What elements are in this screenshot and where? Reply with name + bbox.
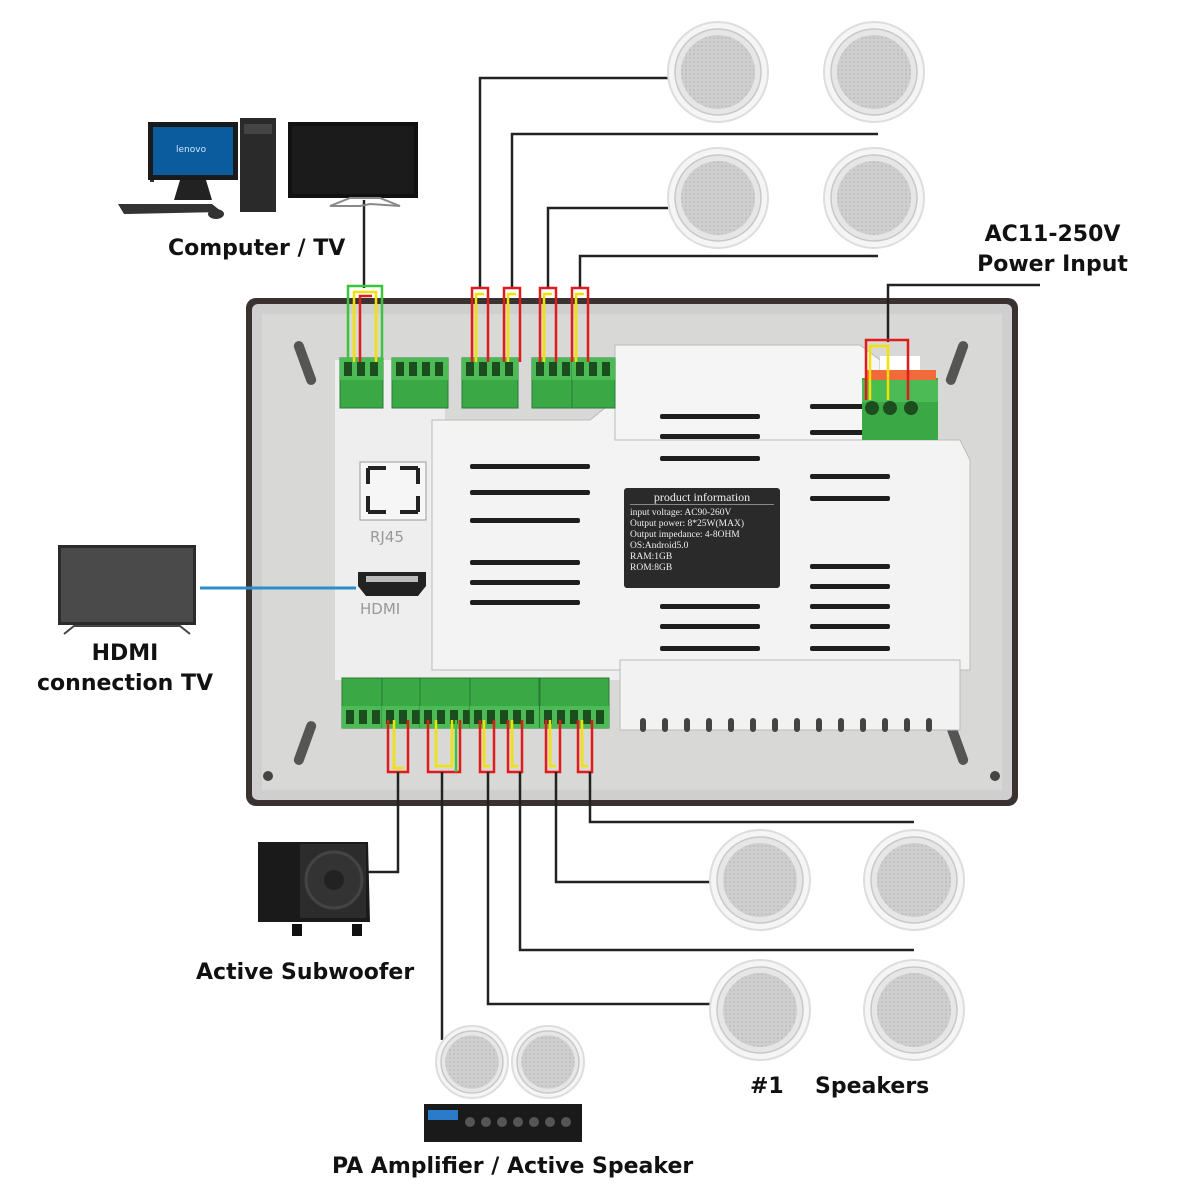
vent-slot (662, 718, 668, 732)
vent-slot (816, 718, 822, 732)
vent-slot (810, 624, 890, 629)
wire-speaker-top-3 (546, 206, 668, 288)
hdmi-tv-icon (58, 545, 196, 635)
vent-slot (810, 404, 870, 409)
wires (200, 76, 1040, 1040)
vent-slot (904, 718, 910, 732)
monitor-brand: lenovo (176, 145, 207, 155)
vent-slot (838, 718, 844, 732)
speakers-label: Speakers (815, 1074, 930, 1099)
vent-slot (728, 718, 734, 732)
vent-slot (810, 584, 890, 589)
vent-slot (810, 564, 890, 569)
product-info-line: Output impedance: 4-8OHM (630, 530, 740, 540)
wire-speaker-bottom-1 (588, 772, 914, 824)
ceiling-speaker-icon (709, 829, 811, 931)
vent-slot (882, 718, 888, 732)
vent-slot (470, 580, 580, 585)
vent-slot (810, 604, 890, 609)
computer-icon (118, 118, 276, 219)
wire-speaker-top-1 (478, 76, 668, 288)
wire-power (886, 283, 1040, 342)
ceiling-speaker-icon (511, 1025, 585, 1099)
product-info-line: ROM:8GB (630, 563, 673, 573)
product-info-line: Output power: 8*25W(MAX) (630, 519, 744, 529)
vent-slot (660, 646, 760, 651)
product-info-line: input voltage: AC90-260V (630, 508, 732, 518)
rj45-label: RJ45 (370, 528, 404, 546)
ceiling-speaker-icon (823, 21, 925, 123)
hdmi-tv-label-line1: HDMI (91, 641, 159, 666)
ceiling-speaker-icon (863, 959, 965, 1061)
ceiling-speakers (435, 21, 965, 1099)
vent-slot (810, 430, 870, 435)
vent-slot (660, 434, 760, 439)
wire-speaker-bottom-3 (518, 772, 914, 952)
vent-slot (470, 518, 580, 523)
wire-speaker-bottom-4 (486, 772, 710, 1006)
vent-slot (470, 600, 580, 605)
ceiling-speaker-icon (709, 959, 811, 1061)
ceiling-speaker-icon (435, 1025, 509, 1099)
vent-slot (684, 718, 690, 732)
power-terminal (862, 356, 938, 440)
vent-slot (470, 464, 590, 469)
top-terminal-blocks (339, 357, 616, 409)
wire-speaker-bottom-2 (554, 772, 710, 884)
product-info-title: product information (630, 491, 774, 505)
vent-slot (772, 718, 778, 732)
bottom-terminal-blocks (341, 677, 610, 729)
hdmi-port (358, 572, 426, 596)
hdmi-tv-label-line2: connection TV (37, 671, 213, 696)
vent-slot (660, 624, 760, 629)
pa-amplifier-icon (424, 1104, 582, 1142)
vent-slot (660, 604, 760, 609)
wire-speaker-top-4 (578, 254, 878, 288)
product-info-line: OS:Android5.0 (630, 541, 689, 551)
vent-slot (794, 718, 800, 732)
ceiling-speaker-icon (667, 147, 769, 249)
pa-amplifier-label: PA Amplifier / Active Speaker (332, 1154, 694, 1179)
subwoofer-icon (258, 842, 370, 936)
vent-slot (470, 560, 580, 565)
speaker-number-label: #1 (750, 1074, 784, 1099)
vent-slot (860, 718, 866, 732)
vent-slot (810, 474, 890, 479)
product-info-line: RAM:1GB (630, 552, 673, 562)
power-input-label-line1: AC11-250V (984, 222, 1121, 247)
computer-tv-label: Computer / TV (168, 236, 346, 261)
vent-slot (470, 490, 590, 495)
vent-slot (810, 646, 890, 651)
tv-icon (288, 122, 418, 207)
power-input-label-line2: Power Input (977, 252, 1128, 277)
vent-slot (660, 456, 760, 461)
vent-slot (660, 414, 760, 419)
subwoofer-label: Active Subwoofer (196, 960, 415, 985)
hdmi-port-label: HDMI (360, 600, 401, 618)
vent-slot (750, 718, 756, 732)
product-info-label: product information input voltage: AC90-… (624, 488, 780, 588)
vent-slot (706, 718, 712, 732)
vent-slot (926, 718, 932, 732)
wire-speaker-top-2 (510, 132, 878, 288)
wire-subwoofer (368, 772, 400, 874)
vent-slot (640, 718, 646, 732)
module-vents (470, 404, 932, 732)
ceiling-speaker-icon (863, 829, 965, 931)
vent-slot (810, 496, 890, 501)
ceiling-speaker-icon (823, 147, 925, 249)
ceiling-speaker-icon (667, 21, 769, 123)
rj45-port (359, 461, 427, 521)
